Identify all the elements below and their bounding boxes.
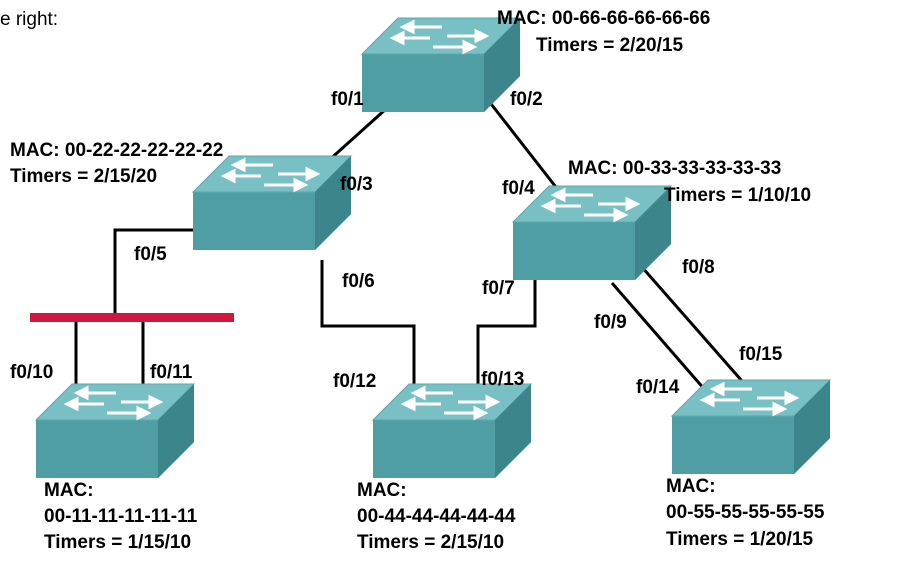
link-s3-s4 <box>476 265 537 393</box>
link-s2-s4 <box>320 260 416 393</box>
port-label: f0/10 <box>10 362 54 383</box>
switch-6-mac: MAC: 00-66-66-66-66-66 <box>497 8 711 29</box>
switch-4-timers: Timers = 2/15/10 <box>357 532 505 553</box>
port-label: f0/7 <box>482 278 515 299</box>
switch-2-mac: MAC: 00-22-22-22-22-22 <box>10 140 224 161</box>
switch-5-timers: Timers = 1/20/15 <box>666 529 814 550</box>
switch-6-timers: Timers = 2/20/15 <box>536 35 684 56</box>
port-label: f0/15 <box>739 344 783 365</box>
link-s3-s5-b <box>639 265 744 382</box>
switch-3-timers: Timers = 1/10/10 <box>664 185 812 206</box>
switch-5-mac: 00-55-55-55-55-55 <box>666 502 825 523</box>
link-s3-s5-a <box>610 282 714 399</box>
port-label: f0/1 <box>331 89 364 110</box>
switch-icon <box>360 17 522 112</box>
link-s6-s3 <box>486 99 568 201</box>
switch-icon <box>34 383 196 478</box>
switch-4-mac-label: MAC: <box>357 480 407 501</box>
port-label: f0/8 <box>682 257 715 278</box>
port-label: f0/11 <box>150 362 193 383</box>
port-label: f0/12 <box>333 371 377 392</box>
port-label: f0/13 <box>481 369 525 390</box>
switch-2-timers: Timers = 2/15/20 <box>10 166 158 187</box>
link-s2-hub <box>113 228 200 318</box>
switch-icon <box>670 379 832 474</box>
switch-icon <box>371 383 533 478</box>
switch-icon <box>191 155 353 250</box>
port-label: f0/9 <box>594 312 627 333</box>
switch-1-mac-label: MAC: <box>44 480 94 501</box>
switch-1-mac: 00-11-11-11-11-11 <box>44 506 198 527</box>
switch-3-mac: MAC: 00-33-33-33-33-33 <box>568 158 782 179</box>
switch-5-mac-label: MAC: <box>666 476 716 497</box>
port-label: f0/5 <box>134 244 167 265</box>
hub-bar <box>30 313 234 322</box>
switch-4-mac: 00-44-44-44-44-44 <box>357 506 516 527</box>
port-label: f0/4 <box>502 178 535 199</box>
port-label: f0/6 <box>342 271 375 292</box>
port-label: f0/2 <box>510 89 543 110</box>
switch-icon <box>511 185 673 280</box>
switch-1-timers: Timers = 1/15/10 <box>44 532 192 553</box>
port-label: f0/14 <box>636 377 680 398</box>
intro-text: e right: <box>0 9 59 30</box>
port-label: f0/3 <box>340 174 373 195</box>
